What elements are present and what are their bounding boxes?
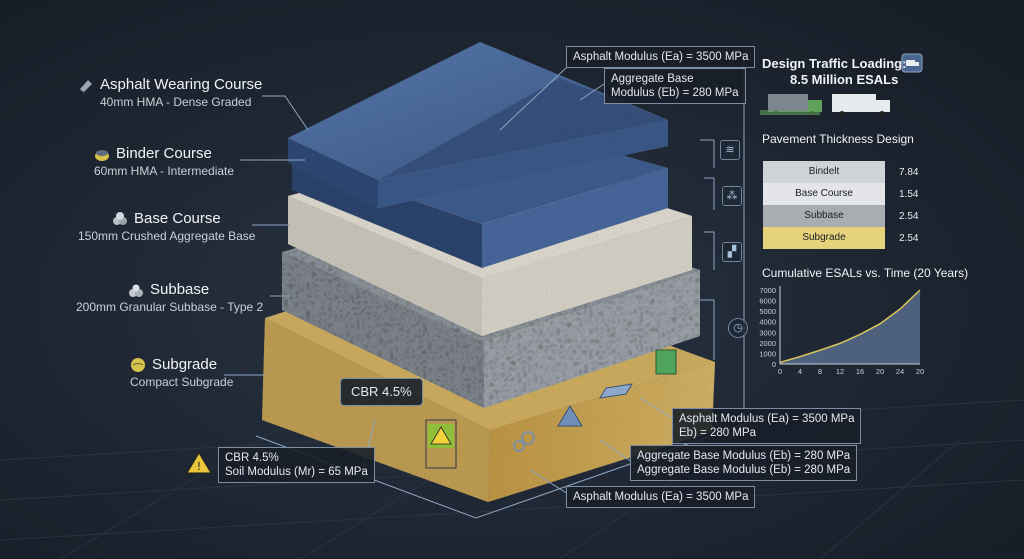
layer-subtitle: 40mm HMA - Dense Graded — [100, 95, 252, 109]
thickness-value: 1.54 — [899, 188, 919, 200]
clock-icon: ◷ — [728, 318, 748, 338]
callout-line: Aggregate Base Modulus (Eb) = 280 MPa — [637, 464, 851, 476]
chart-line-series — [779, 289, 921, 364]
chart-y-tick-label: 0 — [772, 360, 776, 369]
callout-line: CBR 4.5% — [225, 452, 279, 464]
layer-label-subgrade: Subgrade Compact Subgrade — [130, 356, 233, 389]
chart-y-tick-label: 2000 — [759, 339, 776, 348]
layer-title: Asphalt Wearing Course — [100, 76, 263, 93]
subbase-icon — [128, 282, 144, 298]
thickness-band: Subbase — [763, 205, 885, 227]
binder-icon — [94, 146, 110, 162]
callout-line: Soil Modulus (Mr) = 65 MPa — [225, 466, 368, 478]
callout-line: Aggregate Base Modulus (Eb) = 280 MPa — [637, 450, 851, 462]
callout-asphalt-modulus-top: Asphalt Modulus (Ea) = 3500 MPa — [566, 46, 756, 68]
callout-line: Modulus (Eb) = 280 MPa — [611, 87, 739, 99]
callout-line: Eb) = 280 MPa — [679, 427, 757, 439]
traffic-title: Design Traffic Loading: — [762, 56, 907, 71]
table-row: Subgrade 2.54 — [763, 227, 941, 249]
table-row: Bindelt 7.84 — [763, 161, 941, 183]
chart-x-tick-label: 4 — [798, 367, 802, 376]
chart-area-series — [780, 290, 920, 364]
thickness-band: Subgrade — [763, 227, 885, 249]
aggregate-icon — [112, 211, 128, 227]
soil-callout-group: ! CBR 4.5% Soil Modulus (Mr) = 65 MPa — [186, 447, 375, 483]
chart-x-tick-label: 24 — [896, 367, 904, 376]
layer-title: Base Course — [134, 210, 221, 227]
chart-small-icon: ▞ — [722, 242, 742, 262]
subgrade-icon — [130, 357, 146, 373]
layer-subtitle: Compact Subgrade — [130, 375, 234, 389]
callout-aggregate-base-mid: Aggregate Base Modulus (Eb) = 280 MPa Ag… — [630, 445, 858, 481]
thickness-table: Bindelt 7.84 Base Course 1.54 Subbase 2.… — [763, 161, 941, 249]
chart-y-tick-label: 7000 — [759, 286, 776, 295]
callout-soil-modulus: CBR 4.5% Soil Modulus (Mr) = 65 MPa — [218, 447, 375, 483]
thickness-title: Pavement Thickness Design — [762, 132, 914, 146]
layer-label-asphalt: Asphalt Wearing Course 40mm HMA - Dense … — [78, 76, 262, 109]
chart-x-tick-label: 0 — [778, 367, 782, 376]
thickness-value: 2.54 — [899, 210, 919, 222]
chart-x-tick-label: 20 — [876, 367, 884, 376]
asphalt-wearing-course-block — [288, 42, 668, 208]
layer-title: Subbase — [150, 281, 210, 298]
chart-y-tick-label: 4000 — [759, 318, 776, 327]
chart-y-tick-label: 6000 — [759, 297, 776, 306]
layer-subtitle: 200mm Granular Subbase - Type 2 — [76, 300, 264, 314]
cbr-badge: CBR 4.5% — [340, 378, 423, 406]
chart-x-tick-label: 20 — [916, 367, 924, 376]
chart-x-tick-label: 8 — [818, 367, 822, 376]
thickness-value: 2.54 — [899, 232, 919, 244]
callout-line: Asphalt Modulus (Ea) = 3500 MPa — [679, 413, 855, 425]
table-row: Base Course 1.54 — [763, 183, 941, 205]
warning-icon: ! — [186, 451, 212, 480]
aggregate-small-icon: ⁂ — [722, 186, 742, 206]
chart-y-tick-label: 1000 — [759, 349, 776, 358]
chart-y-tick-label: 3000 — [759, 328, 776, 337]
callout-line: Aggregate Base — [611, 73, 694, 85]
callout-asphalt-modulus-mid: Asphalt Modulus (Ea) = 3500 MPa Eb) = 28… — [672, 408, 862, 444]
table-row: Subbase 2.54 — [763, 205, 941, 227]
layer-label-binder: Binder Course 60mm HMA - Intermediate — [94, 145, 234, 178]
svg-text:!: ! — [197, 460, 201, 473]
thickness-value: 7.84 — [899, 166, 919, 178]
chart-x-tick-label: 16 — [856, 367, 864, 376]
traffic-value: 8.5 Million ESALs — [790, 72, 899, 87]
thickness-band: Bindelt — [763, 161, 885, 183]
layer-label-base-course: Base Course 150mm Crushed Aggregate Base — [78, 210, 255, 243]
layers-icon: ≋ — [720, 140, 740, 160]
chart-y-tick-label: 5000 — [759, 307, 776, 316]
layer-title: Subgrade — [152, 356, 218, 373]
chart-title: Cumulative ESALs vs. Time (20 Years) — [762, 266, 969, 280]
thickness-band: Base Course — [763, 183, 885, 205]
layer-title: Binder Course — [116, 145, 212, 162]
callout-aggregate-base-top: Aggregate Base Modulus (Eb) = 280 MPa — [604, 68, 746, 104]
layer-subtitle: 60mm HMA - Intermediate — [94, 164, 235, 178]
subgrade-overlay-icons — [425, 349, 677, 469]
chart-x-tick-label: 12 — [836, 367, 844, 376]
layer-subtitle: 150mm Crushed Aggregate Base — [78, 229, 256, 243]
layer-label-subbase: Subbase 200mm Granular Subbase - Type 2 — [76, 281, 263, 314]
asphalt-icon — [78, 77, 94, 93]
truck-icons — [760, 94, 890, 117]
callout-asphalt-modulus-bottom: Asphalt Modulus (Ea) = 3500 MPa — [566, 486, 756, 508]
